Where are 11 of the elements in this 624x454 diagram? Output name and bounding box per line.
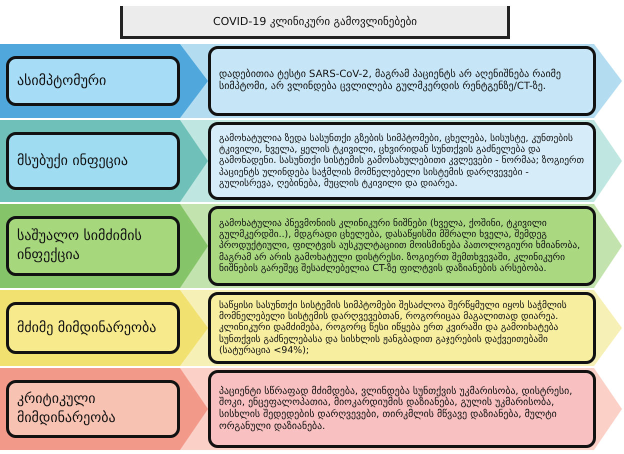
- description-box: გამოხატულია პნევმონიის კლინიკური ნიშნები (ხველა, ქოშინი, ტკივილი გულმკერდში..), მდგრადი ცხელება, დასაწყისში მშრალი ხველა, შემდეგ პროდუქტიული, ფილტვის აუსკულტაციით მოისმინება პათოლოგიური ხმიანობა, მაგრამ არ არის გამოხატული დისტრესი. ზოგიერთ შემთხვევაში, კლინიკური ნიშნების გარეშეც შესაძლებელია CT-ზე ფილტვის დაზიანების არსებობა.: [208, 206, 596, 286]
- description-box: საწყისი სასუნთქი სისტემის სიმპტომები შესაძლოა შერწყმული იყოს საჭმლის მომნელებელი სისტემის დარღვევებთან, როგორიცაა მაგალითად დიარეა. კლინიკური დამძიმება, როგორც წესი იწყება ერთ კვირაში და გამოიხატება სუნთქვის გაძნელებასა და სისხლის ჟანგბადით გაჯერების დაქვეითებაში (სატურაცია <94%);: [208, 292, 596, 364]
- title: COVID-19 კლინიკური გამოვლინებები: [120, 6, 510, 39]
- description-box: დადებითია ტესტი SARS-CoV-2, მაგრამ პაციენტს არ აღენიშნება რაიმე სიმპტომი, არ ვლინდება ცვლილება გულმკერდის რენტგენზე/CT-ზე.: [208, 46, 596, 116]
- category-box: საშუალო სიმძიმის ინფექცია: [6, 216, 180, 276]
- category-box: მძიმე მიმდინარეობა: [6, 302, 180, 354]
- category-box: კრიტიკული მიმდინარეობა: [6, 380, 180, 438]
- description-box: გამოხატულია ზედა სასუნთქი გზების სიმპტომები, ცხელება, სისუსტე, კუნთების ტკივილი, ხველა, ყელის ტკივილი, ცხვირიდან სუნთქვის გაძნელება და გამონადენი. სასუნთქი სისტემის გამოსახულებითი კვლევები - ნორმაა; ზოგიერთ პაციენტს ულინდება საჭმლის მომნელებელი სისტემის დარღვევები - გულისრევა, ღებინება, მუცლის ტკივილი და დიარეა.: [208, 122, 596, 200]
- category-box: მსუბუქი ინფეცია: [6, 132, 180, 190]
- description-box: პაციენტი სწრაფად მძიმდება, ვლინდება სუნთქვის უკმარისობა, დისტრესი, შოკი, ენცეფალოპათია, მიოკარდიუმის დაზიანება, გულის უკმარისობა, სისხლის შედედების დარღვევები, თირკმლის მწვავე დაზიანება, მულტი ორგანული დაზიანება.: [208, 370, 596, 448]
- category-box: ასიმპტომური: [6, 56, 180, 106]
